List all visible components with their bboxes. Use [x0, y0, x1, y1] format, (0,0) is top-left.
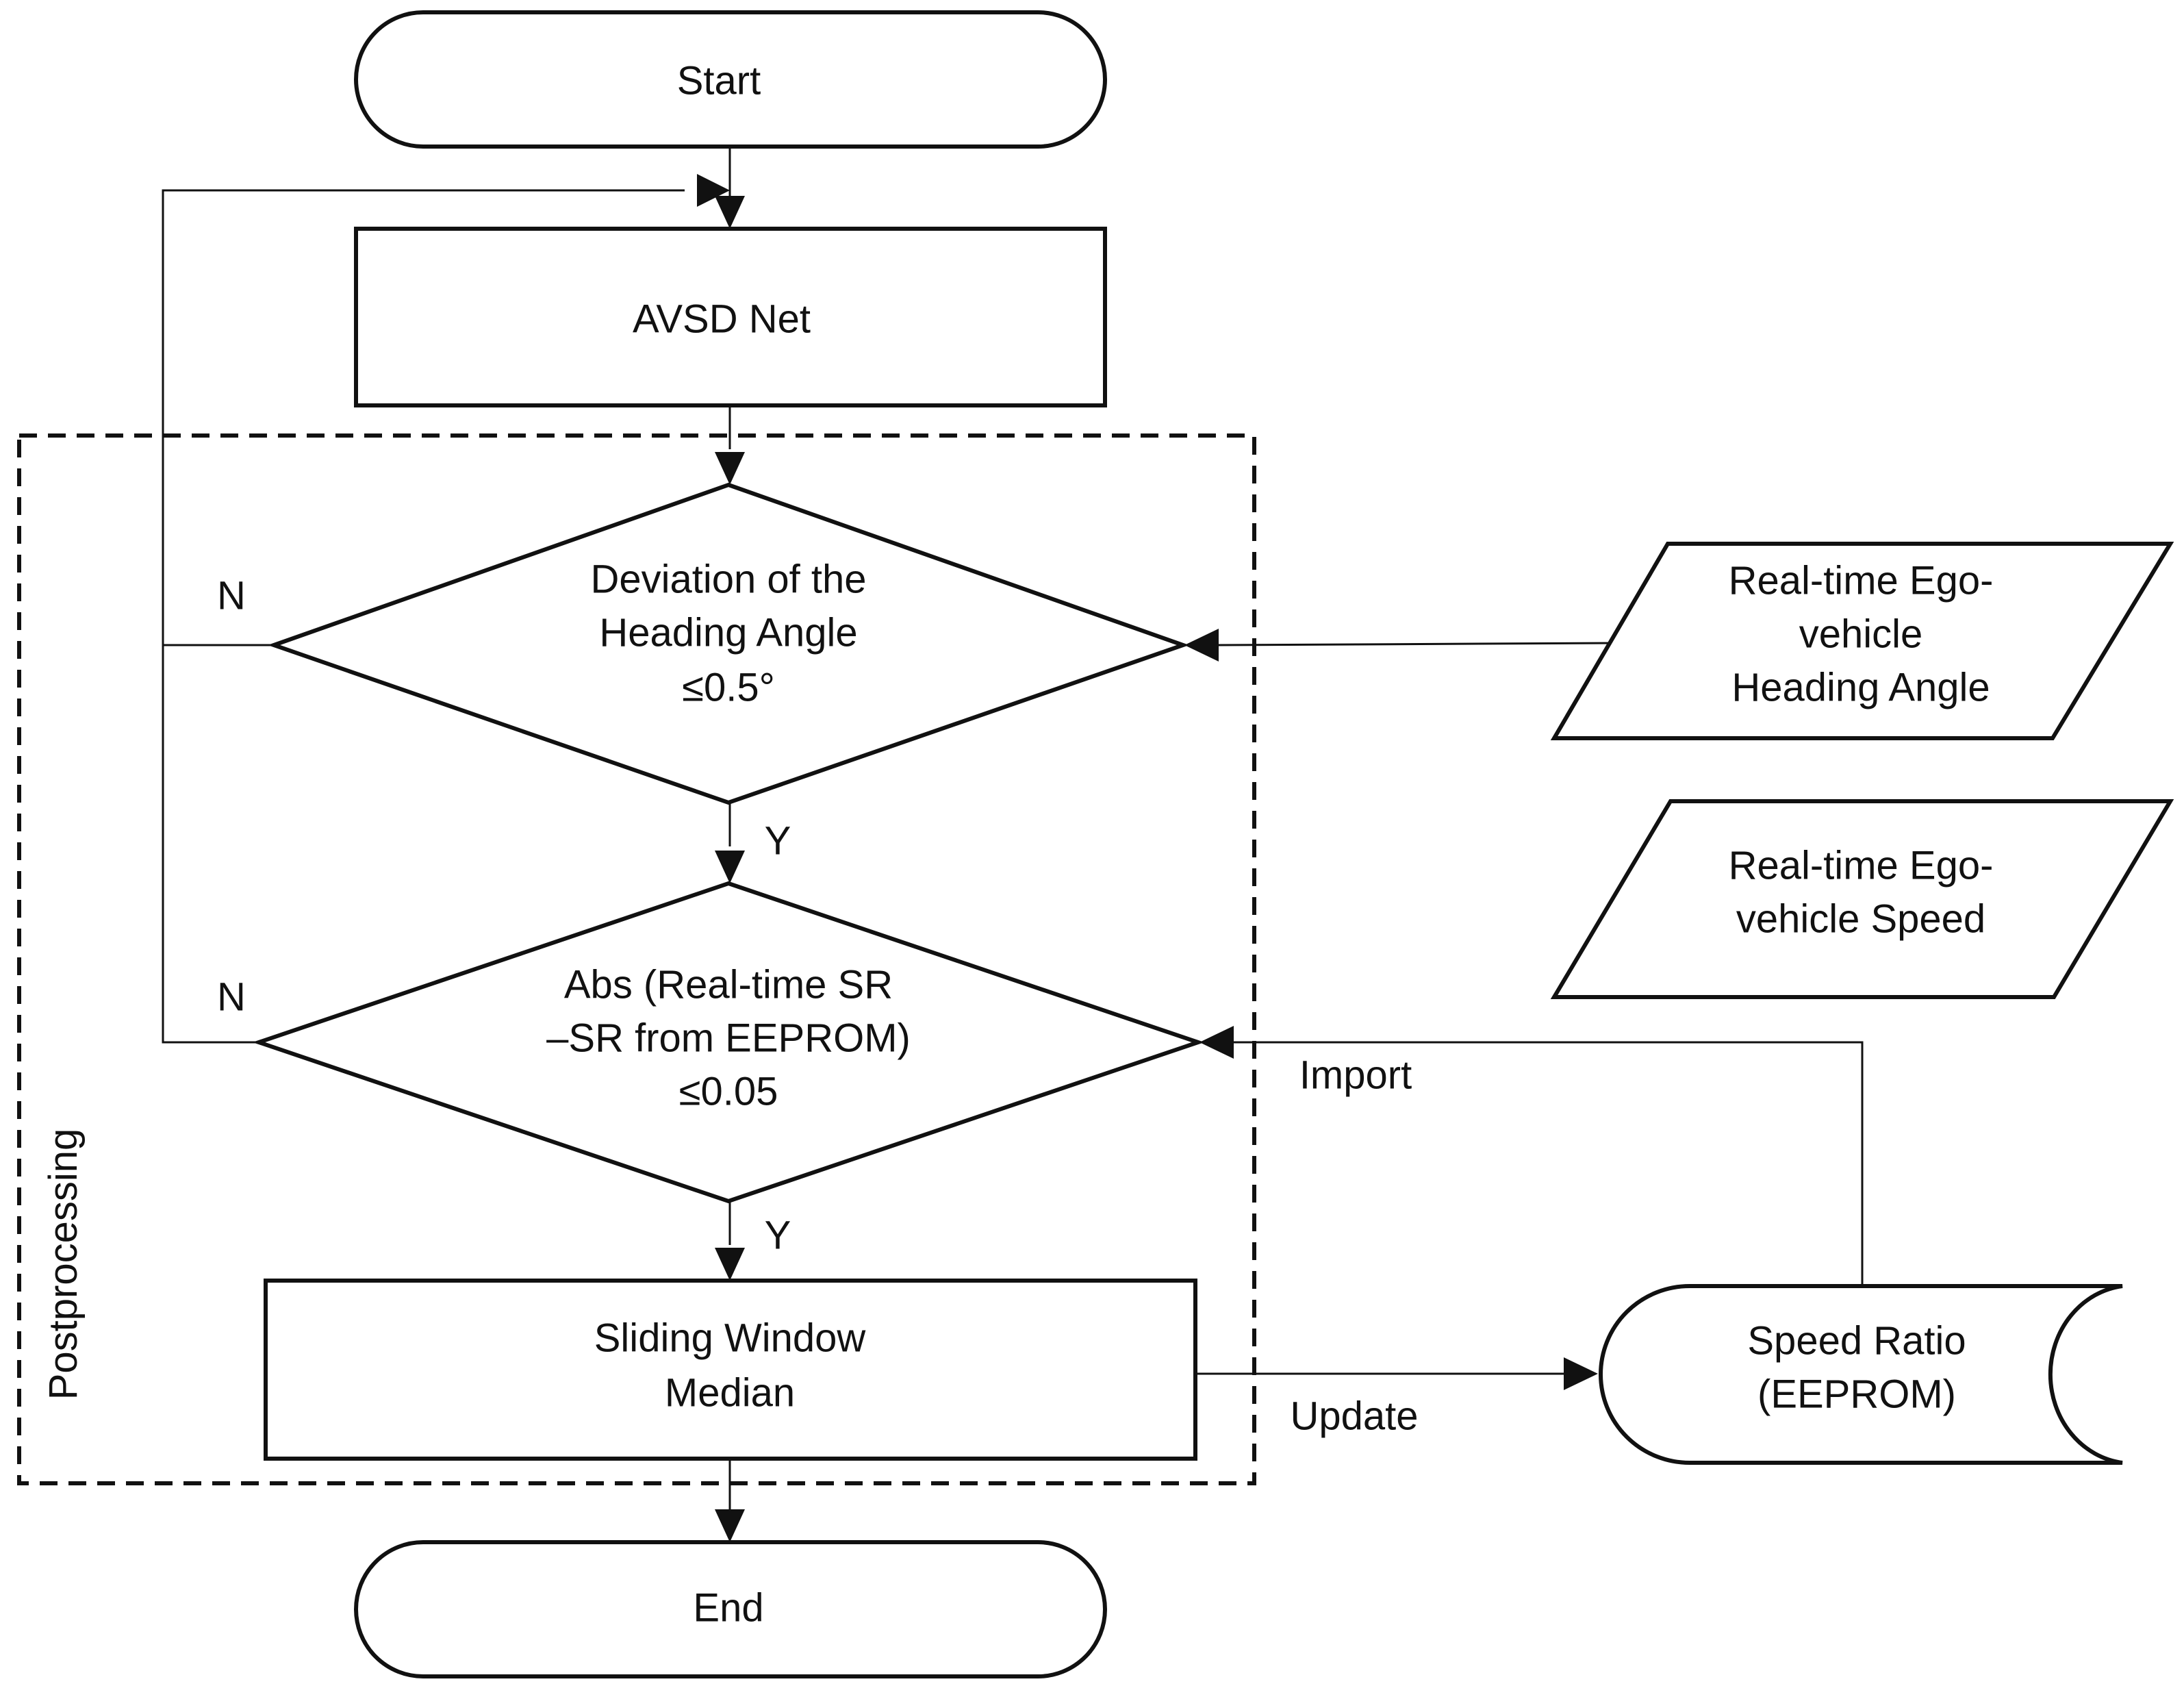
speed-input — [1550, 799, 2174, 999]
heading-input-arrowhead — [1184, 629, 1219, 662]
heading-yes-label: Y — [765, 818, 791, 863]
speed-ratio-storage — [1599, 1284, 2123, 1465]
update-label: Update — [1290, 1394, 1418, 1438]
sr-decision-line-3: ≤0.05 — [679, 1069, 778, 1113]
sliding-window-line-1: Sliding Window — [594, 1316, 867, 1360]
heading-decision-line-1: Deviation of the — [590, 557, 866, 601]
import-label: Import — [1299, 1053, 1412, 1097]
heading-input-line — [1218, 642, 1618, 646]
arrowheads — [697, 174, 1598, 1542]
heading-decision — [267, 482, 1190, 805]
sr-yes-label: Y — [765, 1213, 791, 1257]
speed-input-line-1: Real-time Ego- — [1729, 843, 1994, 888]
loop-arrowhead — [697, 174, 730, 207]
postprocessing-label: Postprocessing — [41, 1129, 86, 1400]
sr-arrowhead — [715, 851, 745, 883]
heading-decision-line-2: Heading Angle — [599, 610, 857, 655]
heading-arrowhead — [715, 452, 745, 485]
heading-no-loop-line — [162, 189, 685, 646]
connectors — [162, 147, 1864, 1512]
avsd-arrowhead — [715, 196, 745, 229]
avsd-net-label: AVSD Net — [633, 297, 811, 341]
sr-decision — [252, 881, 1205, 1204]
heading-no-label: N — [217, 573, 246, 618]
heading-angle-input — [1550, 542, 2174, 740]
postprocessing-group-box — [17, 433, 1256, 1485]
sliding-window-process — [264, 1279, 1197, 1461]
end-label: End — [693, 1585, 763, 1630]
end-terminal — [354, 1540, 1107, 1678]
speed-ratio-line-2: (EEPROM) — [1757, 1372, 1956, 1416]
sr-decision-line-2: –SR from EEPROM) — [546, 1016, 911, 1060]
sr-no-label: N — [217, 974, 246, 1019]
heading-decision-line-3: ≤0.5° — [682, 665, 775, 709]
sliding-arrowhead — [715, 1248, 745, 1281]
end-arrowhead — [715, 1509, 745, 1542]
update-arrowhead — [1564, 1357, 1598, 1390]
speed-import-line — [1232, 1041, 1864, 1286]
start-label: Start — [677, 58, 761, 103]
speed-input-line-2: vehicle Speed — [1736, 896, 1985, 941]
speed-ratio-line-1: Speed Ratio — [1747, 1318, 1966, 1363]
heading-input-line-2: vehicle — [1799, 612, 1923, 656]
sliding-window-line-2: Median — [665, 1370, 795, 1415]
start-terminal — [354, 10, 1107, 149]
speed-import-arrowhead — [1199, 1026, 1234, 1059]
avsd-net-process — [354, 227, 1107, 407]
heading-input-line-1: Real-time Ego- — [1729, 558, 1994, 603]
sr-decision-line-1: Abs (Real-time SR — [564, 962, 893, 1007]
sr-no-loop-line — [162, 645, 260, 1044]
heading-input-line-3: Heading Angle — [1731, 665, 1990, 709]
